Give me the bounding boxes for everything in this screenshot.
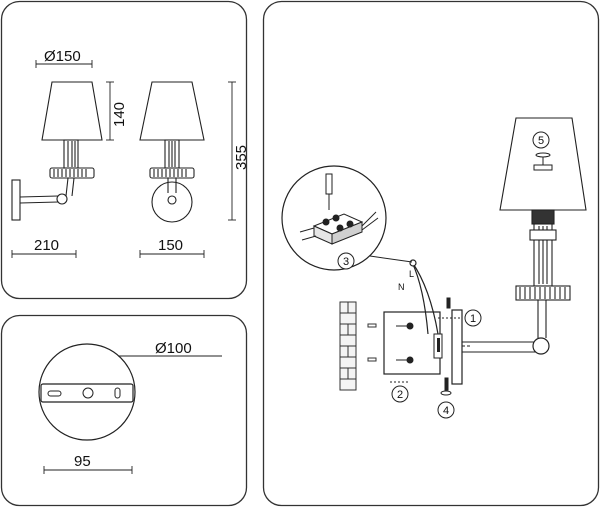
installed-lamp	[499, 117, 587, 338]
mounting-plate	[383, 311, 441, 375]
wall-dowel-bottom	[367, 357, 377, 362]
step-3-label: 3	[343, 256, 349, 268]
installed-lamp-collar	[515, 285, 571, 301]
arm-knob-install	[532, 337, 550, 355]
total-height-label: 355	[233, 145, 250, 170]
hole-spacing-label: 95	[74, 453, 91, 470]
screw-bottom	[440, 377, 452, 396]
lamp-collar	[49, 167, 95, 179]
wire-label-n: N	[398, 282, 405, 292]
lamp-stem	[63, 139, 79, 169]
terminal-block	[299, 211, 379, 245]
dimension-lines	[11, 60, 236, 258]
mount-slot-left	[47, 390, 62, 397]
mount-panel: Ø100 95	[0, 314, 248, 507]
plate-screws	[396, 322, 414, 364]
mount-center-hole	[82, 387, 94, 399]
step-marker-5: 5	[532, 131, 550, 149]
shade-diameter-label: Ø150	[44, 48, 81, 65]
installation-panel: L N	[262, 0, 600, 507]
lamp-shade	[41, 81, 103, 141]
bulb-socket-detail	[533, 152, 553, 171]
mount-slot-right	[114, 387, 121, 399]
step-marker-4: 4	[437, 401, 455, 419]
step-4-label: 4	[443, 405, 449, 417]
dimensions-panel: Ø150 140 355 210 150	[0, 0, 250, 300]
lamp-base-plate	[451, 309, 463, 385]
wall-plate-round	[151, 181, 193, 223]
dimensions-panel-border	[0, 0, 248, 300]
wire-label-l: L	[409, 269, 414, 279]
step-2-label: 2	[397, 389, 403, 401]
screw-top	[446, 297, 451, 309]
screwdriver	[325, 173, 333, 210]
wall-dowel-top	[367, 323, 377, 328]
lamp-side-view	[11, 81, 103, 221]
arm-knob	[56, 193, 68, 205]
step-marker-2: 2	[391, 385, 409, 403]
brick-wall	[339, 301, 357, 391]
base-width-label: 150	[158, 237, 183, 254]
mount-bar	[40, 383, 134, 403]
lamp-shade-front	[139, 81, 205, 141]
mount-diameter-label: Ø100	[155, 340, 192, 357]
step-marker-3: 3	[337, 252, 355, 270]
installation-panel-border	[262, 0, 600, 507]
mount-panel-border	[0, 314, 248, 507]
power-wires	[409, 259, 439, 335]
wall-plate-side	[11, 179, 21, 221]
step-5-label: 5	[538, 135, 544, 147]
step-1-label: 1	[470, 313, 476, 325]
step-marker-1: 1	[464, 309, 482, 327]
lamp-front-view	[139, 81, 205, 223]
projection-label: 210	[34, 237, 59, 254]
shade-height-label: 140	[111, 102, 128, 127]
